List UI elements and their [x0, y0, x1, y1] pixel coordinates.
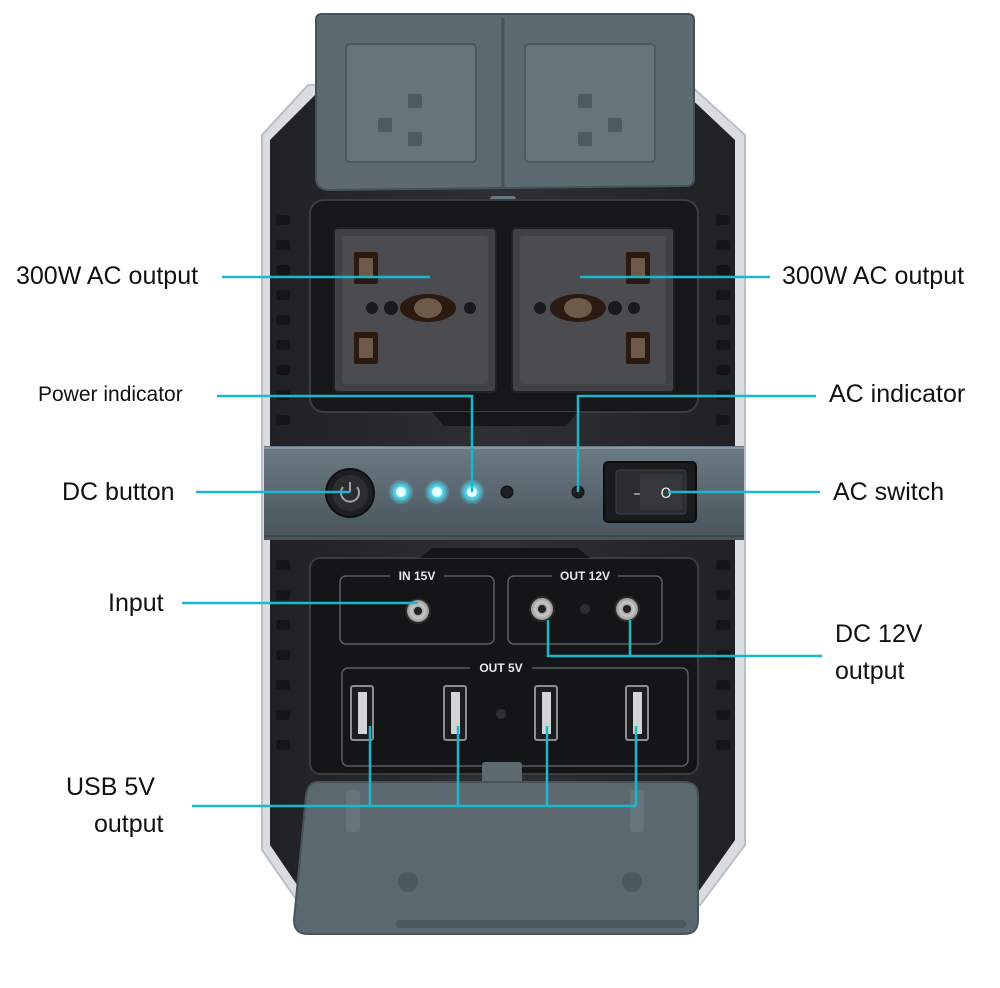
- callout-lines: [182, 275, 822, 808]
- label-power-indicator: Power indicator: [38, 383, 183, 406]
- label-dc12-line2: output: [835, 657, 905, 685]
- in-15v-label: IN 15V: [399, 569, 436, 583]
- label-dc-button: DC button: [62, 478, 175, 506]
- out-12v-label: OUT 12V: [560, 569, 610, 583]
- usb-status-led: [496, 709, 506, 719]
- dc-12v-jack-left[interactable]: [529, 596, 555, 622]
- side-vents: [276, 215, 730, 750]
- label-dc12-line1: DC 12V: [835, 620, 923, 648]
- usb-port-1[interactable]: [350, 685, 374, 741]
- label-input: Input: [108, 589, 164, 617]
- top-socket-cover: [315, 13, 695, 212]
- svg-text:O: O: [660, 486, 671, 502]
- out-5v-label: OUT 5V: [479, 661, 522, 675]
- dc-12v-status-led: [580, 604, 590, 614]
- callout-ac-indicator: [576, 394, 816, 492]
- bottom-port-cover: [292, 762, 699, 935]
- led-4: [500, 485, 514, 499]
- callout-power-indicator: [217, 394, 474, 492]
- usb-port-2[interactable]: [443, 685, 467, 741]
- label-ac-output-right: 300W AC output: [782, 262, 965, 290]
- label-ac-output-left: 300W AC output: [16, 262, 199, 290]
- dc-12v-jack-right[interactable]: [614, 596, 640, 622]
- input-jack[interactable]: [405, 598, 431, 624]
- label-ac-switch: AC switch: [833, 478, 945, 506]
- svg-text:–: –: [634, 486, 641, 502]
- label-usb-line1: USB 5V: [66, 773, 155, 801]
- label-usb-line2: output: [94, 810, 164, 838]
- callout-dc12: [546, 620, 822, 658]
- label-ac-indicator: AC indicator: [829, 380, 966, 408]
- ac-socket-right[interactable]: [511, 227, 675, 393]
- ac-socket-left[interactable]: [333, 227, 497, 393]
